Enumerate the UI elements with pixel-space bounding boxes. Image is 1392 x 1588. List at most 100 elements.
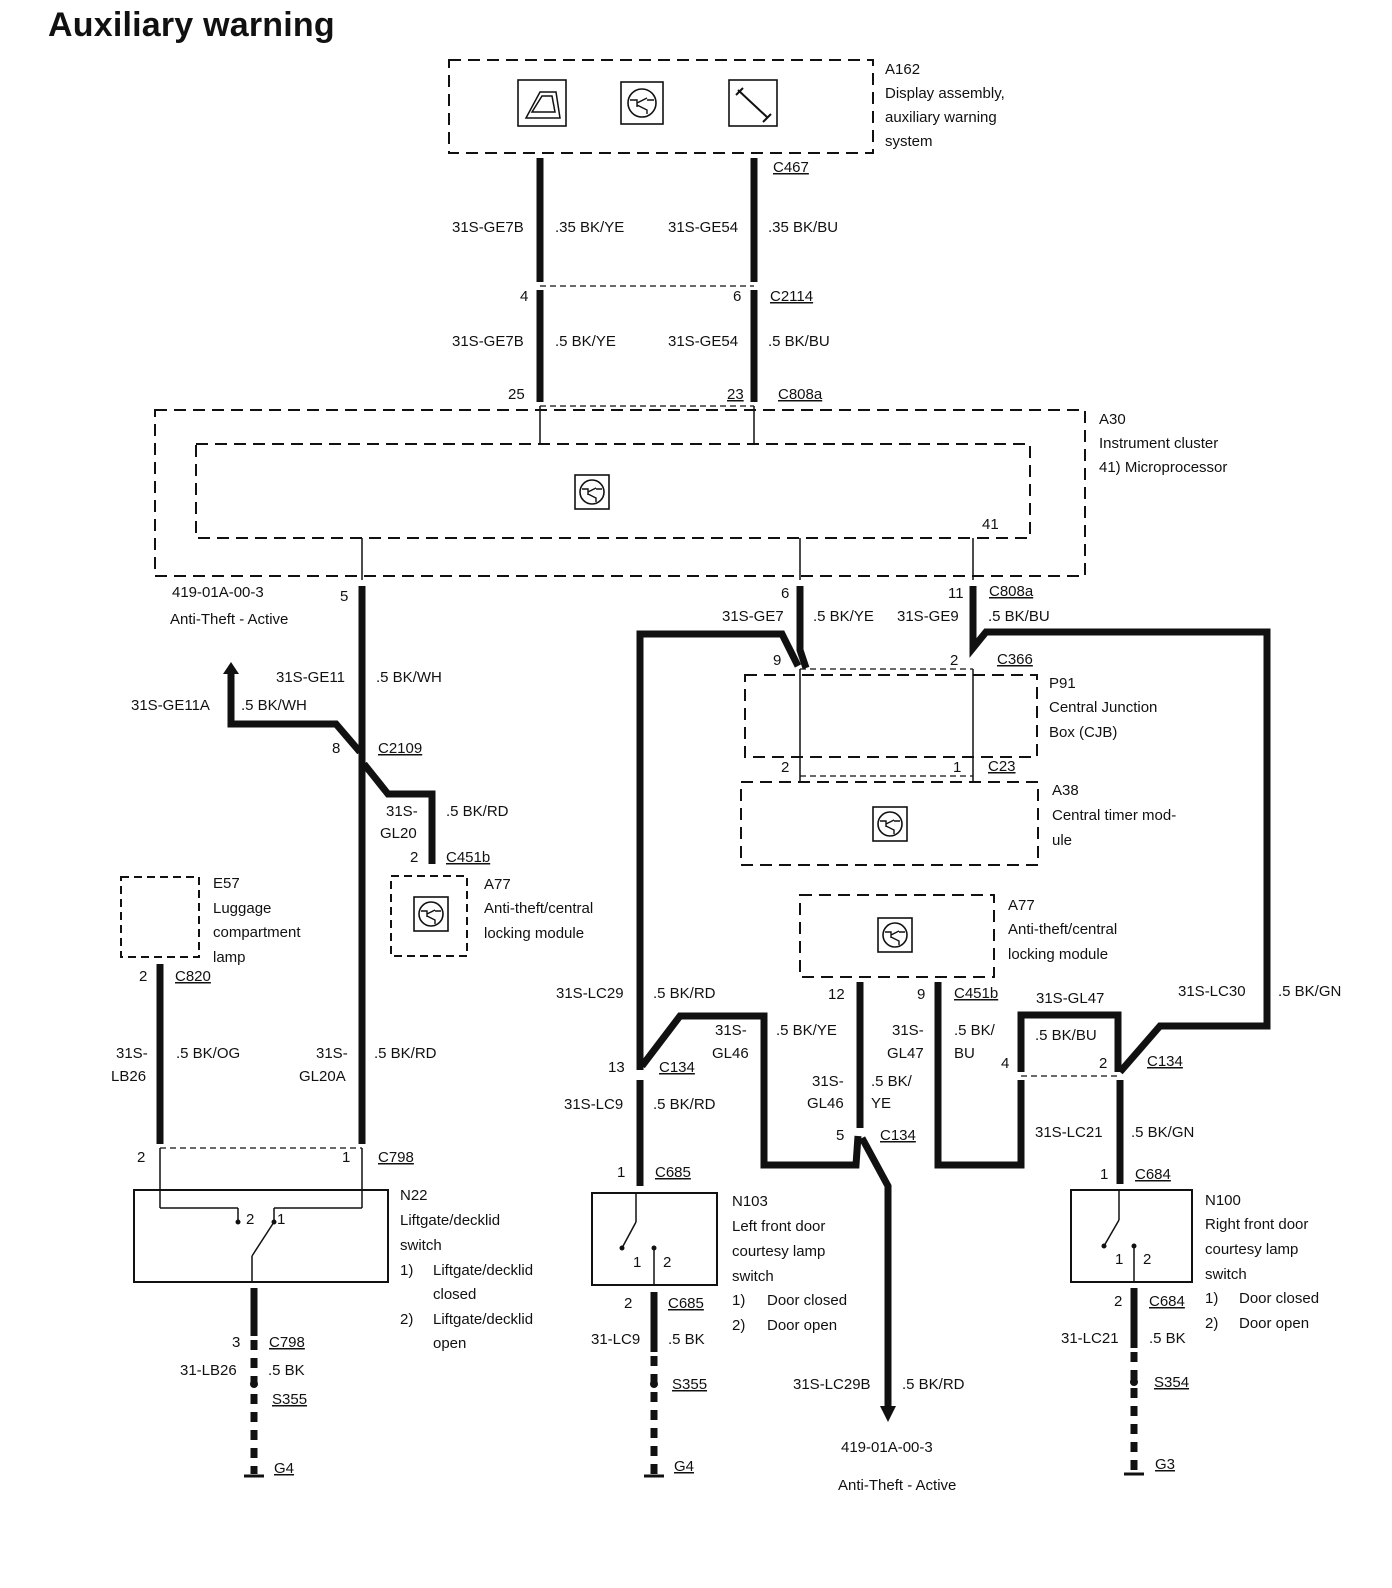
n22-opt1-num: 1) xyxy=(400,1262,413,1279)
w14-spec: .5 BK/YE xyxy=(776,1022,837,1039)
w4-name: 31S-GE54 xyxy=(668,333,738,350)
n100-desc3: switch xyxy=(1205,1266,1247,1283)
n103-switch-pin-1: 1 xyxy=(633,1254,641,1271)
pin-4: 4 xyxy=(520,288,528,305)
w8-spec: .5 BK/WH xyxy=(241,697,307,714)
pin-2d: 2 xyxy=(139,968,147,985)
w15-spec1: .5 BK/ xyxy=(954,1022,996,1039)
w14-name1: 31S- xyxy=(715,1022,747,1039)
w22-name: 31-LC21 xyxy=(1061,1330,1119,1347)
w1-spec: .35 BK/YE xyxy=(555,219,624,236)
n100-switch-pin-2: 2 xyxy=(1143,1251,1151,1268)
w20-spec: .5 BK/GN xyxy=(1131,1124,1194,1141)
s354-label: S354 xyxy=(1154,1374,1189,1391)
pin-5b: 5 xyxy=(836,1127,844,1144)
a77-right-desc2: locking module xyxy=(1008,946,1108,963)
c2109-label: C2109 xyxy=(378,740,422,757)
a77-left-box xyxy=(390,875,468,957)
a30-desc2: 41) Microprocessor xyxy=(1099,459,1227,476)
w23-name: 31S-LC29B xyxy=(793,1376,871,1393)
n103-desc1: Left front door xyxy=(732,1218,825,1235)
w11-name2: GL20A xyxy=(299,1068,346,1085)
n103-desc2: courtesy lamp xyxy=(732,1243,825,1260)
n22-opt1-a: Liftgate/decklid xyxy=(433,1262,533,1279)
w2-name: 31S-GE54 xyxy=(668,219,738,236)
n100-switch-pin-1: 1 xyxy=(1115,1251,1123,1268)
c451b-right-label: C451b xyxy=(954,985,998,1002)
n103-opt1: Door closed xyxy=(767,1292,847,1309)
a38-box xyxy=(740,781,1039,866)
pin-2-c798: 2 xyxy=(137,1149,145,1166)
page-title: Auxiliary warning xyxy=(48,6,335,44)
g4-left-label: G4 xyxy=(274,1460,294,1477)
wrench-icon xyxy=(728,79,778,127)
c685-bot-label: C685 xyxy=(668,1295,704,1312)
pin-4b: 4 xyxy=(1001,1055,1009,1072)
a30-microprocessor-box xyxy=(195,443,1031,539)
a162-box xyxy=(448,59,874,154)
pin-1-c798: 1 xyxy=(342,1149,350,1166)
w15-spec2: BU xyxy=(954,1045,975,1062)
pin-11: 11 xyxy=(948,585,964,602)
a77-left-microprocessor-icon xyxy=(413,896,449,932)
pin-23: 23 xyxy=(727,386,744,403)
p91-box xyxy=(744,674,1038,758)
w10-spec: .5 BK/OG xyxy=(176,1045,240,1062)
w22-spec: .5 BK xyxy=(1149,1330,1186,1347)
w21-spec: .5 BK xyxy=(668,1331,705,1348)
c467-label: C467 xyxy=(773,159,809,176)
n22-switch-pin-2: 2 xyxy=(246,1211,254,1228)
c134-left-label: C134 xyxy=(659,1059,695,1076)
n103-switch-pin-2: 2 xyxy=(663,1254,671,1271)
c684-bot-label: C684 xyxy=(1149,1293,1185,1310)
n22-opt2-num: 2) xyxy=(400,1311,413,1328)
c366-label: C366 xyxy=(997,651,1033,668)
n22-desc1: Liftgate/decklid xyxy=(400,1212,500,1229)
a162-desc3: system xyxy=(885,133,933,150)
a38-microprocessor-icon xyxy=(872,806,908,842)
w12-name: 31-LB26 xyxy=(180,1362,237,1379)
n22-opt2-a: Liftgate/decklid xyxy=(433,1311,533,1328)
pin-12: 12 xyxy=(828,986,845,1003)
pin-6b: 6 xyxy=(781,585,789,602)
pin-2e: 2 xyxy=(1099,1055,1107,1072)
p91-desc2: Box (CJB) xyxy=(1049,724,1117,741)
c685-top-label: C685 xyxy=(655,1164,691,1181)
n22-switch-pin-1: 1 xyxy=(277,1211,285,1228)
n22-opt1-b: closed xyxy=(433,1286,476,1303)
g4-mid-label: G4 xyxy=(674,1458,694,1475)
a77-right-id: A77 xyxy=(1008,897,1035,914)
w9-name1: 31S- xyxy=(386,803,418,820)
w13-spec: .5 BK/RD xyxy=(653,985,716,1002)
a30-microprocessor-icon xyxy=(574,474,610,510)
n103-id: N103 xyxy=(732,1193,768,1210)
pin-2a: 2 xyxy=(950,652,958,669)
ref2-code: 419-01A-00-3 xyxy=(841,1439,933,1456)
c2114-label: C2114 xyxy=(770,288,813,305)
w7-spec: .5 BK/WH xyxy=(376,669,442,686)
w10-name1: 31S- xyxy=(116,1045,148,1062)
ref1-label: Anti-Theft - Active xyxy=(170,611,288,628)
c808a-top-label: C808a xyxy=(778,386,823,403)
a77-right-desc1: Anti-theft/central xyxy=(1008,921,1117,938)
n103-opt2-num: 2) xyxy=(732,1317,745,1334)
w3-spec: .5 BK/YE xyxy=(555,333,616,350)
w6-spec: .5 BK/BU xyxy=(988,608,1050,625)
w3-name: 31S-GE7B xyxy=(452,333,524,350)
c134-right-label: C134 xyxy=(1147,1053,1183,1070)
w17-spec: .5 BK/GN xyxy=(1278,983,1341,1000)
a38-desc1: Central timer mod- xyxy=(1052,807,1176,824)
w8-name: 31S-GE11A xyxy=(131,697,210,714)
w11-name1: 31S- xyxy=(316,1045,348,1062)
pin-9: 9 xyxy=(773,652,781,669)
s355-mid-label: S355 xyxy=(672,1376,707,1393)
w19-spec2: YE xyxy=(871,1095,891,1112)
n100-box xyxy=(1070,1189,1193,1283)
c451b-left-label: C451b xyxy=(446,849,490,866)
n22-desc2: switch xyxy=(400,1237,442,1254)
n100-opt2-num: 2) xyxy=(1205,1315,1218,1332)
a77-right-box xyxy=(799,894,995,978)
w1-name: 31S-GE7B xyxy=(452,219,524,236)
pin-2c: 2 xyxy=(410,849,418,866)
pin-2g: 2 xyxy=(624,1295,632,1312)
